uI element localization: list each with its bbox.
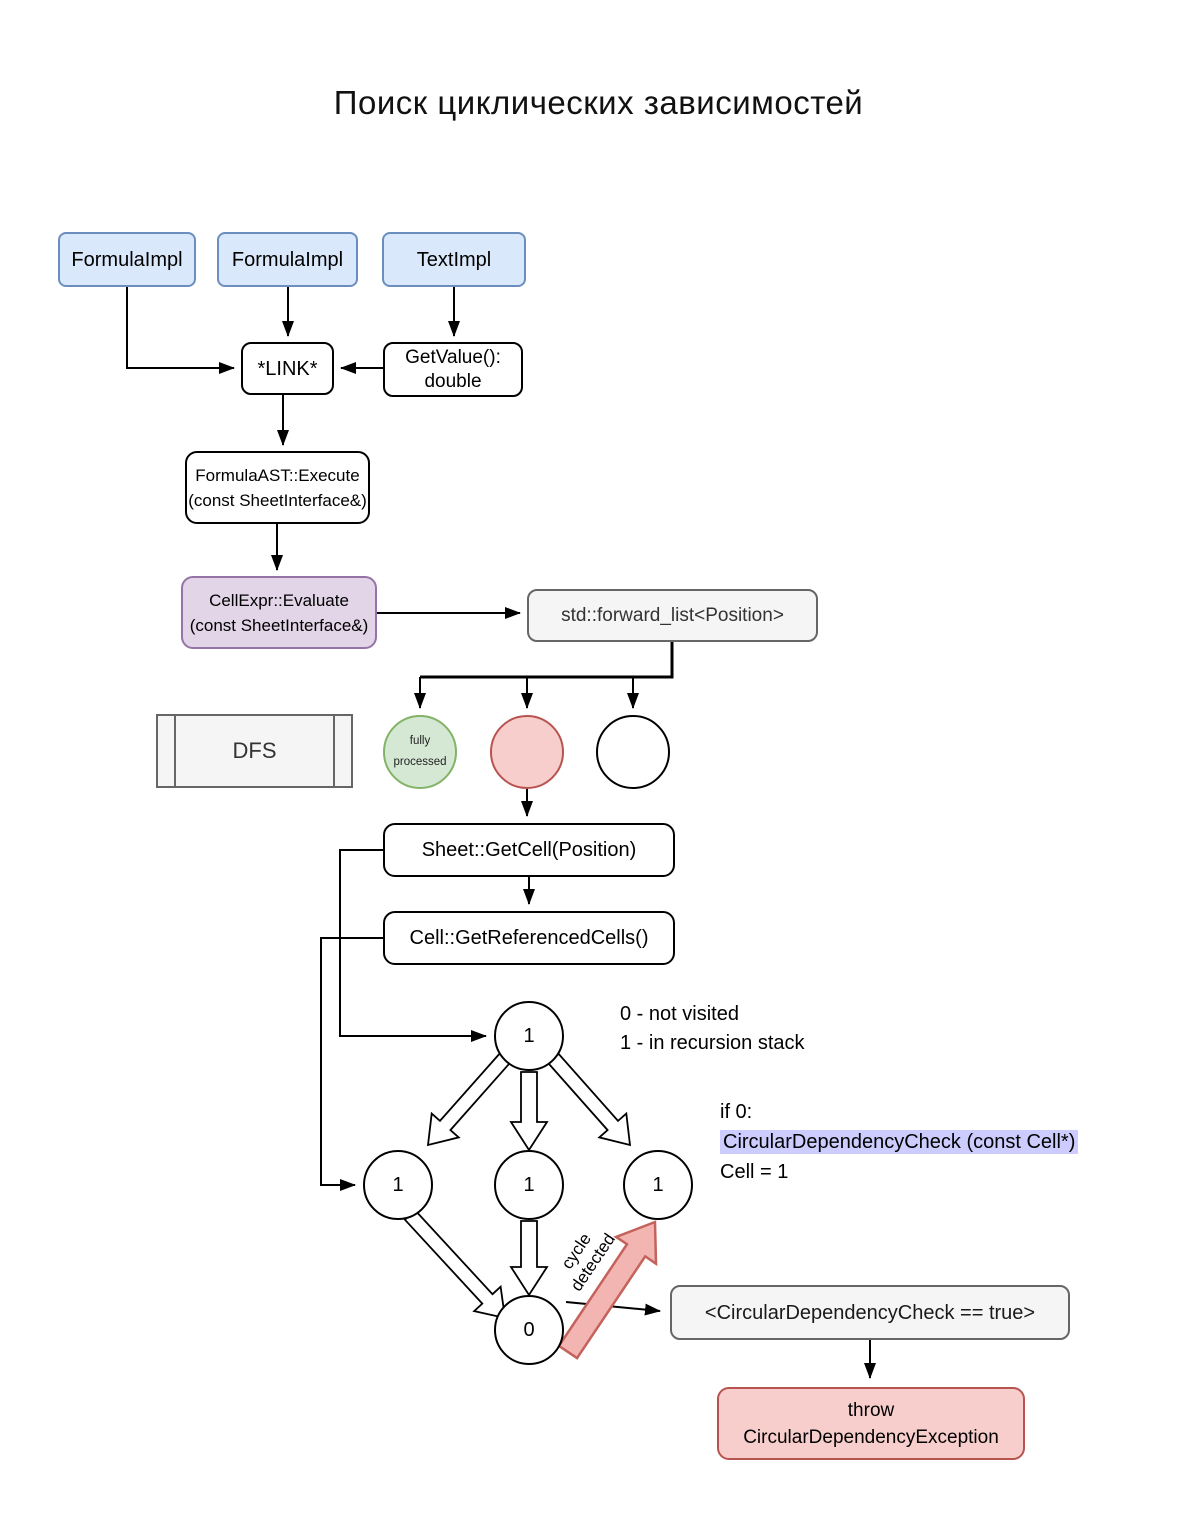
node-label: Cell::GetReferencedCells(): [409, 927, 649, 949]
annotation-line3: Cell = 1: [720, 1161, 789, 1183]
arrow-formulaimpl1-to-link: [126, 287, 235, 374]
node-value: 0: [523, 1318, 535, 1341]
node-label-line2: CircularDependencyException: [743, 1426, 999, 1448]
cycle-detected-arrow: [557, 1220, 658, 1360]
node-label-line1: throw: [847, 1399, 895, 1421]
graph-node-top: 1: [494, 1001, 564, 1071]
node-label-line1: FormulaAST::Execute: [195, 465, 360, 485]
node-forward-list: std::forward_list<Position>: [527, 589, 818, 642]
node-label: TextImpl: [416, 248, 492, 271]
node-sheet-getcell: Sheet::GetCell(Position): [383, 823, 675, 877]
graph-node-left: 1: [363, 1150, 433, 1220]
node-label-line2: double: [424, 370, 482, 392]
state-label-line2: processed: [393, 756, 447, 768]
annotation-line1: if 0:: [720, 1101, 753, 1123]
block-arrow-top-to-left: [426, 1052, 512, 1147]
node-cdc-true: <CircularDependencyCheck == true>: [670, 1285, 1070, 1340]
node-label: FormulaImpl: [231, 248, 344, 271]
page-title: Поиск циклических зависимостей: [333, 84, 864, 121]
distributor-line: [420, 642, 674, 679]
node-label: Sheet::GetCell(Position): [421, 839, 637, 861]
node-label: std::forward_list<Position>: [561, 604, 784, 626]
state-label-line1: fully: [409, 735, 431, 747]
node-formula-impl-1: FormulaImpl: [58, 232, 196, 287]
node-label: *LINK*: [257, 357, 318, 380]
block-arrow-left-to-zero: [403, 1209, 507, 1320]
graph-node-zero: 0: [494, 1295, 564, 1365]
block-arrows: [403, 1052, 632, 1320]
node-label-line2: (const SheetInterface&): [189, 615, 369, 635]
loop-getreferenced-to-leftnode: [320, 937, 383, 1191]
node-formula-impl-2: FormulaImpl: [217, 232, 358, 287]
legend-line2: 1 - in recursion stack: [620, 1032, 805, 1054]
state-in-progress: [490, 715, 564, 789]
node-label-line2: (const SheetInterface&): [188, 490, 367, 510]
legend: 0 - not visited 1 - in recursion stack: [620, 1000, 805, 1058]
node-value: 1: [523, 1173, 535, 1196]
block-arrow-top-to-mid: [509, 1071, 549, 1152]
annotation-if0: if 0: CircularDependencyCheck (const Cel…: [720, 1097, 1079, 1187]
node-label-line1: GetValue():: [405, 346, 501, 368]
graph-node-right: 1: [623, 1150, 693, 1220]
node-formula-ast-execute: FormulaAST::Execute (const SheetInterfac…: [185, 451, 370, 524]
node-label: DFS: [232, 738, 277, 763]
node-value: 1: [392, 1173, 404, 1196]
state-not-visited: [596, 715, 670, 789]
solid-arrows: [126, 287, 876, 1379]
node-dfs: DFS: [156, 714, 353, 788]
node-label-line1: CellExpr::Evaluate: [209, 590, 349, 610]
node-cellexpr-evaluate: CellExpr::Evaluate (const SheetInterface…: [181, 576, 377, 649]
annotation-line2: CircularDependencyCheck (const Cell*): [720, 1127, 1079, 1157]
annotation-highlight: CircularDependencyCheck (const Cell*): [720, 1130, 1079, 1154]
node-cell-getreferencedcells: Cell::GetReferencedCells(): [383, 911, 675, 965]
node-label: <CircularDependencyCheck == true>: [704, 1301, 1036, 1324]
node-throw-exception: throw CircularDependencyException: [717, 1387, 1025, 1460]
block-arrow-mid-to-zero: [509, 1220, 549, 1297]
state-fully-processed: fully processed: [383, 715, 457, 789]
node-text-impl: TextImpl: [382, 232, 526, 287]
loop-getcell-to-topnode: [339, 849, 487, 1042]
graph-node-mid: 1: [494, 1150, 564, 1220]
node-label: FormulaImpl: [71, 248, 183, 271]
node-value: 1: [523, 1024, 535, 1047]
legend-line1: 0 - not visited: [620, 1003, 739, 1025]
node-get-value: GetValue(): double: [383, 342, 523, 397]
node-link: *LINK*: [241, 342, 334, 395]
block-arrow-top-to-right: [546, 1052, 632, 1147]
node-value: 1: [652, 1173, 664, 1196]
